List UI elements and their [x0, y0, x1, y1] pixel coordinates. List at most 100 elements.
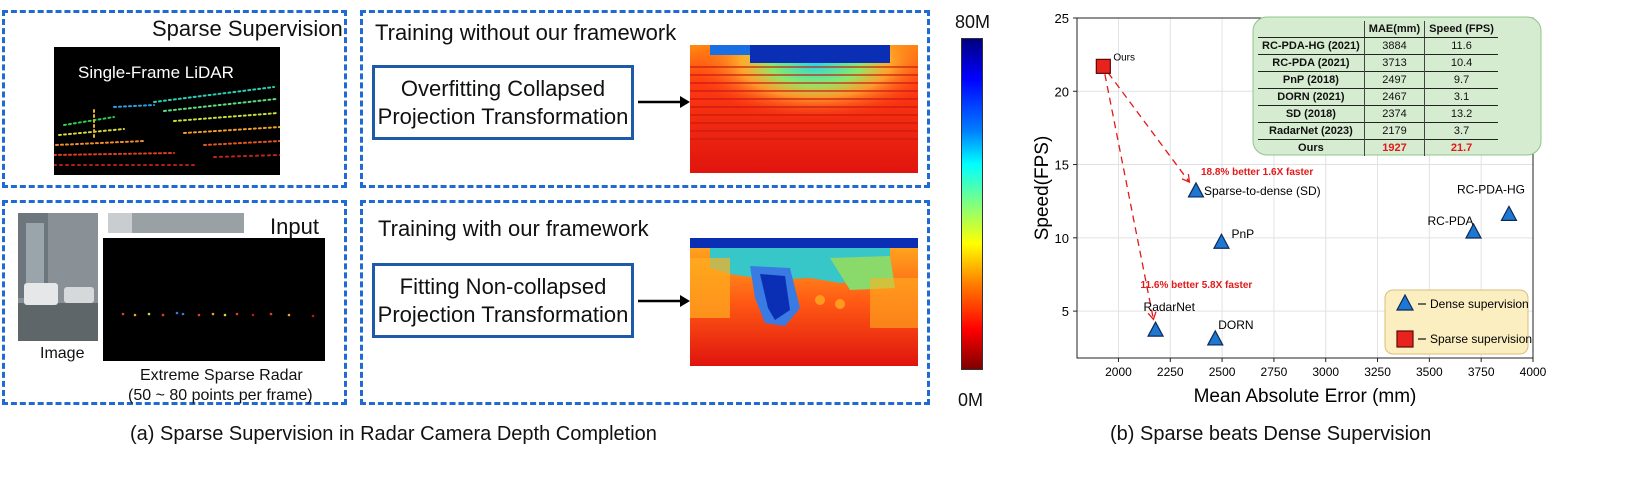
x-tick-label: 3000 — [1312, 365, 1339, 379]
table-row: RC-PDA-HG (2021)3884 11.6 — [1258, 37, 1498, 55]
legend-marker-sparse — [1396, 330, 1414, 348]
radar-label-line2: (50 ~ 80 points per frame) — [128, 387, 313, 404]
point-label: Sparse-to-dense (SD) — [1204, 184, 1321, 198]
y-tick-label: 5 — [1062, 304, 1069, 319]
table-cell-mae: 2179 — [1364, 122, 1426, 140]
point-marker-dense — [1187, 181, 1205, 198]
lidar-image-graphic — [54, 47, 280, 175]
arrow-without — [638, 96, 690, 108]
x-tick-label: 2500 — [1209, 365, 1236, 379]
legend-label-dense: Dense supervision — [1430, 297, 1529, 311]
table-cell-mae: 2497 — [1364, 71, 1426, 89]
noncollapsed-depth-map — [690, 238, 918, 366]
point-marker-dense — [1465, 222, 1483, 239]
without-framework-title: Training without our framework — [375, 20, 677, 45]
with-framework-box — [360, 200, 930, 405]
caption-a: (a) Sparse Supervision in Radar Camera D… — [130, 423, 657, 445]
input-box — [2, 200, 347, 405]
lidar-label: Single-Frame LiDAR — [78, 63, 234, 82]
point-label: RC-PDA-HG — [1457, 182, 1525, 196]
overfitting-line1: Overfitting Collapsed — [400, 75, 606, 101]
point-marker-sparse — [1095, 58, 1111, 74]
noncollapsed-depth-graphic — [690, 238, 918, 366]
table-cell-method: SD (2018) — [1258, 105, 1365, 123]
image-label: Image — [40, 345, 85, 362]
table-cell-fps: 10.4 — [1424, 54, 1498, 72]
depth-colorbar — [961, 38, 983, 370]
table-cell-fps: 3.1 — [1424, 88, 1498, 106]
table-cell-method: Ours — [1258, 139, 1365, 156]
table-header-mae: MAE(mm) — [1364, 21, 1426, 38]
sparse-supervision-box — [2, 10, 347, 188]
x-tick-label: 2750 — [1261, 365, 1288, 379]
table-header-fps: Speed (FPS) — [1424, 21, 1498, 38]
legend-box — [1384, 289, 1529, 355]
x-tick-label: 4000 — [1520, 365, 1547, 379]
point-marker-dense — [1206, 329, 1224, 346]
table-cell-fps: 9.7 — [1424, 71, 1498, 89]
table-cell-mae: 1927 — [1364, 139, 1426, 156]
collapsed-depth-map — [690, 45, 918, 173]
y-tick-label: 20 — [1055, 84, 1069, 99]
table-cell-fps: 21.7 — [1424, 139, 1498, 156]
radar-image — [103, 238, 325, 361]
table-cell-mae: 3713 — [1364, 54, 1426, 72]
x-tick-label: 2000 — [1105, 365, 1132, 379]
arrow-with — [638, 295, 690, 307]
caption-b: (b) Sparse beats Dense Supervision — [1110, 423, 1432, 445]
point-label: Ours — [1113, 52, 1135, 63]
overfitting-box: Overfitting Collapsed Projection Transfo… — [372, 65, 634, 140]
table-cell-fps: 13.2 — [1424, 105, 1498, 123]
fitting-line1: Fitting Non-collapsed — [399, 273, 607, 299]
input-title: Input — [270, 214, 319, 239]
improvement-arrow-sd — [1107, 72, 1190, 183]
table-cell-fps: 3.7 — [1424, 122, 1498, 140]
point-label: PnP — [1231, 227, 1254, 241]
x-axis-label: Mean Absolute Error (mm) — [1194, 386, 1417, 407]
table-cell-method: RC-PDA-HG (2021) — [1258, 37, 1365, 55]
legend-label-sparse: Sparse supervision — [1430, 332, 1532, 346]
annotation-sd: 18.8% better 1.6X faster — [1201, 167, 1313, 178]
point-marker-dense — [1147, 320, 1165, 337]
point-marker-dense — [1212, 232, 1230, 249]
y-tick-label: 25 — [1055, 11, 1069, 26]
table-header-method — [1258, 21, 1365, 38]
colorbar-top-label: 80M — [955, 12, 991, 32]
table-cell-mae: 3884 — [1364, 37, 1426, 55]
y-tick-label: 10 — [1055, 231, 1069, 246]
overfitting-line2: Projection Transformation — [377, 103, 629, 129]
x-tick-label: 3500 — [1416, 365, 1443, 379]
camera-image-graphic — [18, 213, 98, 341]
radar-image-graphic — [103, 238, 325, 361]
lidar-image — [54, 47, 280, 175]
x-tick-label: 3250 — [1364, 365, 1391, 379]
y-axis-label: Speed(FPS) — [1032, 136, 1053, 241]
annotation-radarnet: 11.6% better 5.8X faster — [1141, 280, 1253, 291]
without-framework-box — [360, 10, 930, 188]
sparse-supervision-title: Sparse Supervision — [152, 16, 343, 41]
point-label: DORN — [1218, 318, 1253, 332]
results-table: MAE(mm) Speed (FPS) RC-PDA-HG (2021)3884… — [1258, 21, 1498, 156]
camera-image — [18, 213, 98, 341]
table-cell-mae: 2467 — [1364, 88, 1426, 106]
y-tick-label: 15 — [1055, 158, 1069, 173]
improvement-arrow-radarnet-head — [1147, 311, 1157, 321]
x-tick-label: 3750 — [1468, 365, 1495, 379]
fitting-line2: Projection Transformation — [377, 301, 629, 327]
table-cell-method: RadarNet (2023) — [1258, 122, 1365, 140]
camera-image-strip — [108, 213, 244, 233]
improvement-arrow-radarnet — [1104, 74, 1155, 320]
point-marker-dense — [1500, 205, 1518, 221]
table-cell-fps: 11.6 — [1451, 40, 1472, 52]
x-tick-label: 2250 — [1157, 365, 1184, 379]
legend-marker-dense — [1396, 293, 1414, 311]
point-label: RadarNet — [1144, 300, 1196, 314]
table-header-row: MAE(mm) Speed (FPS) — [1258, 21, 1498, 38]
improvement-arrow-sd-head — [1181, 174, 1191, 184]
point-label: RC-PDA — [1428, 214, 1474, 228]
